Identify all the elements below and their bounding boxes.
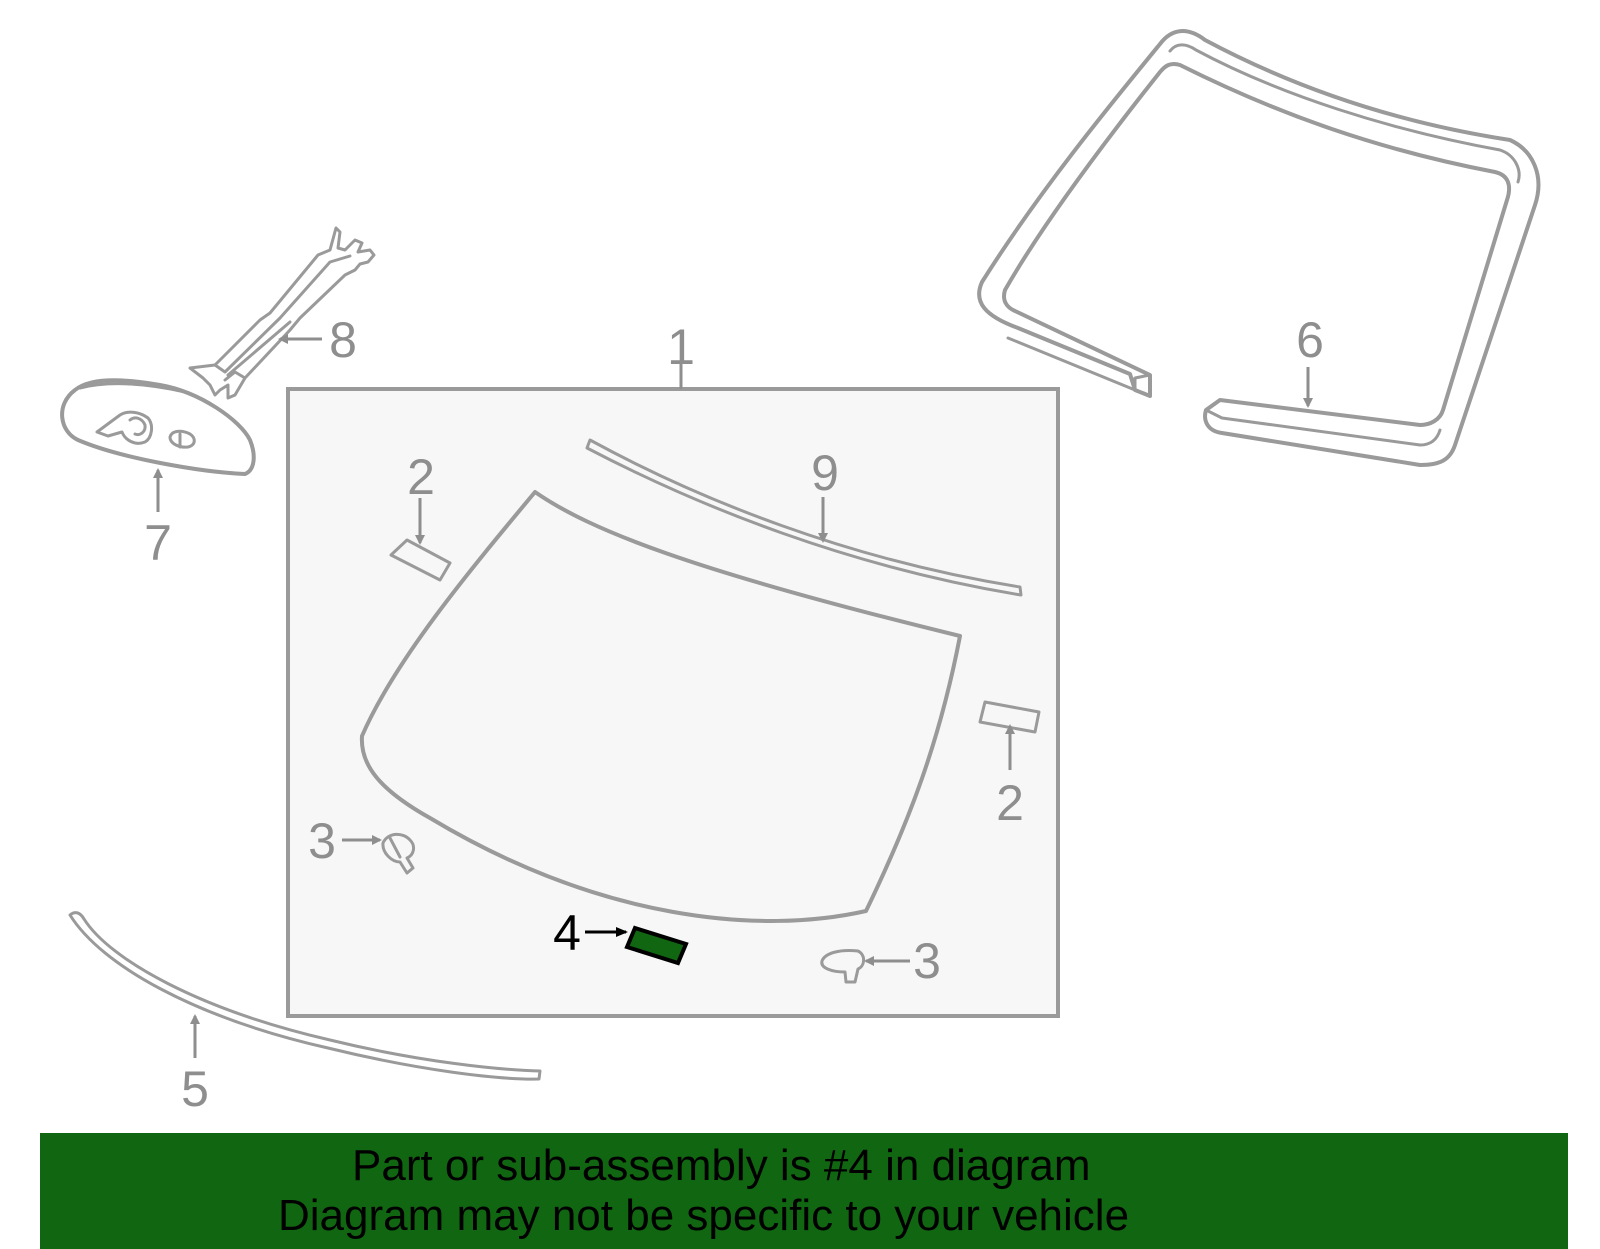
callout-2-right: 2: [996, 775, 1024, 831]
info-banner: Part or sub-assembly is #4 in diagram Di…: [40, 1133, 1568, 1249]
spacer-2-left: [389, 538, 452, 582]
callout-7: 7: [144, 515, 172, 571]
stopper-3-right: [820, 949, 866, 984]
mirror-bracket-8: [188, 226, 376, 400]
callout-6: 6: [1296, 312, 1324, 368]
banner-disclaimer: Diagram may not be specific to your vehi…: [278, 1191, 1130, 1240]
callout-5: 5: [181, 1061, 209, 1117]
callout-2-left: 2: [407, 449, 435, 505]
part-4-highlighted: [624, 925, 689, 966]
callout-9: 9: [811, 445, 839, 501]
callout-1: 1: [667, 319, 695, 375]
banner-part-note: Part or sub-assembly is #4 in diagram: [352, 1141, 1091, 1190]
callout-8: 8: [329, 312, 357, 368]
lower-molding-5: [68, 911, 542, 1081]
stopper-3-left: [381, 832, 416, 875]
mirror-7: [60, 378, 256, 476]
callout-labels: 1 2 9 2 3 3 4 5 6 7 8: [144, 312, 1324, 1117]
frame-molding-6: [977, 29, 1541, 467]
windshield-glass: [359, 490, 962, 923]
leader-lines: [153, 334, 1313, 1058]
callout-3-right: 3: [913, 933, 941, 989]
assembly-box-1: [286, 363, 1060, 1018]
spacer-2-right: [978, 700, 1041, 734]
callout-4[interactable]: 4: [553, 905, 581, 961]
callout-3-left: 3: [308, 813, 336, 869]
top-molding-9: [585, 438, 1023, 597]
